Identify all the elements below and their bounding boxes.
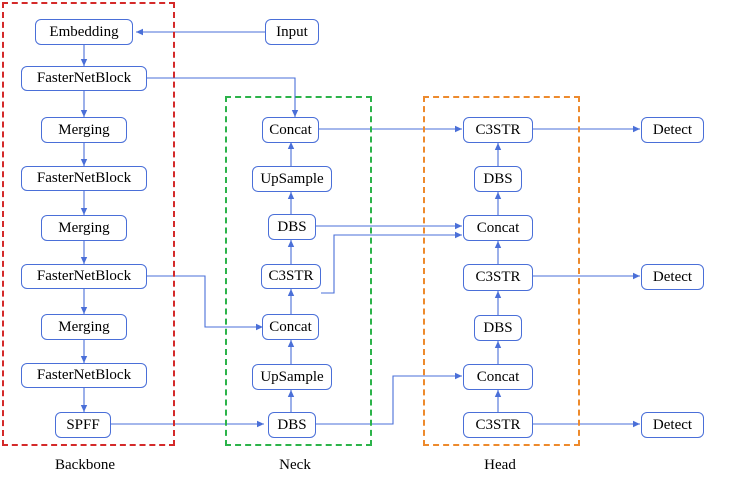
neck-dbs-node-1: DBS (268, 214, 316, 240)
merging-node-3: Merging (41, 314, 127, 340)
merging-node-1: Merging (41, 117, 127, 143)
fasternetblock-node-4: FasterNetBlock (21, 363, 147, 388)
neck-upsample-node-2: UpSample (252, 364, 332, 390)
detect-node-2: Detect (641, 264, 704, 290)
input-node: Input (265, 19, 319, 45)
head-label: Head (484, 457, 516, 473)
fasternetblock-node-3: FasterNetBlock (21, 264, 147, 289)
backbone-region (2, 2, 175, 446)
detect-node-3: Detect (641, 412, 704, 438)
fasternetblock-node-2: FasterNetBlock (21, 166, 147, 191)
neck-label: Neck (279, 457, 311, 473)
neck-region (225, 96, 372, 446)
neck-c3str-node: C3STR (261, 264, 321, 289)
head-dbs-node-2: DBS (474, 315, 522, 341)
head-dbs-node-1: DBS (474, 166, 522, 192)
edge-dbs2-hdconcat2 (316, 372, 462, 425)
edge-fnb1-concat1 (147, 77, 299, 117)
detect-node-1: Detect (641, 117, 704, 143)
neck-dbs-node-2: DBS (268, 412, 316, 438)
head-region (423, 96, 580, 446)
embedding-node: Embedding (35, 19, 133, 45)
edge-fnb3-concat2 (147, 275, 263, 331)
head-concat-node-1: Concat (463, 215, 533, 241)
neck-upsample-node-1: UpSample (252, 166, 332, 192)
head-concat-node-2: Concat (463, 364, 533, 390)
edge-nkc3str-hdconcat1 (321, 231, 462, 294)
head-c3str-node-1: C3STR (463, 117, 533, 143)
backbone-label: Backbone (55, 457, 115, 473)
spff-node: SPFF (55, 412, 111, 438)
neck-concat-node-2: Concat (262, 314, 319, 340)
neck-concat-node-1: Concat (262, 117, 319, 143)
head-c3str-node-2: C3STR (463, 264, 533, 291)
merging-node-2: Merging (41, 215, 127, 241)
fasternetblock-node-1: FasterNetBlock (21, 66, 147, 91)
head-c3str-node-3: C3STR (463, 412, 533, 438)
